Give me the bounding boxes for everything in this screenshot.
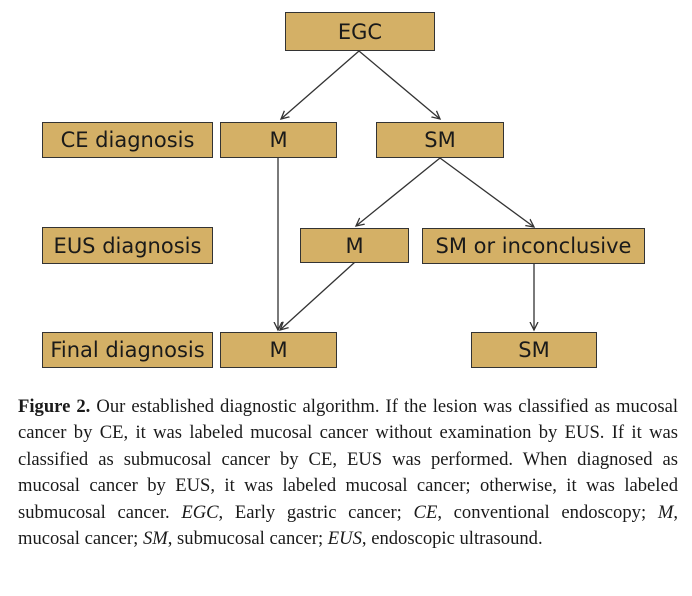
abbr-ce: CE (413, 501, 438, 523)
diagnostic-algorithm-diagram: EGC CE diagnosis EUS diagnosis Final dia… (0, 12, 692, 380)
def-eus: , endoscopic ultrasound. (361, 528, 543, 550)
flow-arrows (0, 50, 692, 380)
node-eus-m: M (300, 228, 409, 263)
abbr-eus: EUS (327, 528, 362, 550)
def-m: , mucosal cancer; (18, 501, 678, 550)
row-label-final-diagnosis: Final diagnosis (42, 332, 213, 368)
abbr-sm: SM (142, 528, 168, 550)
abbr-m: M (657, 501, 674, 523)
def-egc: , Early gastric cancer; (218, 501, 414, 523)
row-label-eus-diagnosis: EUS diagnosis (42, 227, 213, 264)
abbr-egc: EGC (181, 501, 219, 523)
def-ce: , conventional endoscopy; (437, 501, 658, 523)
node-final-m: M (220, 332, 337, 368)
row-label-ce-diagnosis: CE diagnosis (42, 122, 213, 158)
def-sm: , submucosal cancer; (167, 528, 328, 550)
arrow-eus-m-to-final-m (280, 261, 356, 330)
node-final-sm: SM (471, 332, 597, 368)
node-ce-sm: SM (376, 122, 504, 158)
node-eus-sm-or-inconclusive: SM or inconclusive (422, 228, 645, 264)
node-ce-m: M (220, 122, 337, 158)
arrow-ce-sm-to-eus-sm (439, 157, 534, 227)
figure-caption: Figure 2. Our established diagnostic alg… (18, 394, 678, 552)
arrow-egc-to-ce-sm (358, 50, 440, 119)
figure-label: Figure 2. (18, 396, 91, 417)
node-egc: EGC (285, 12, 435, 51)
arrow-egc-to-ce-m (281, 50, 360, 119)
caption-text: Our established diagnostic algorithm. If… (18, 396, 678, 523)
arrow-ce-sm-to-eus-m (356, 157, 441, 226)
